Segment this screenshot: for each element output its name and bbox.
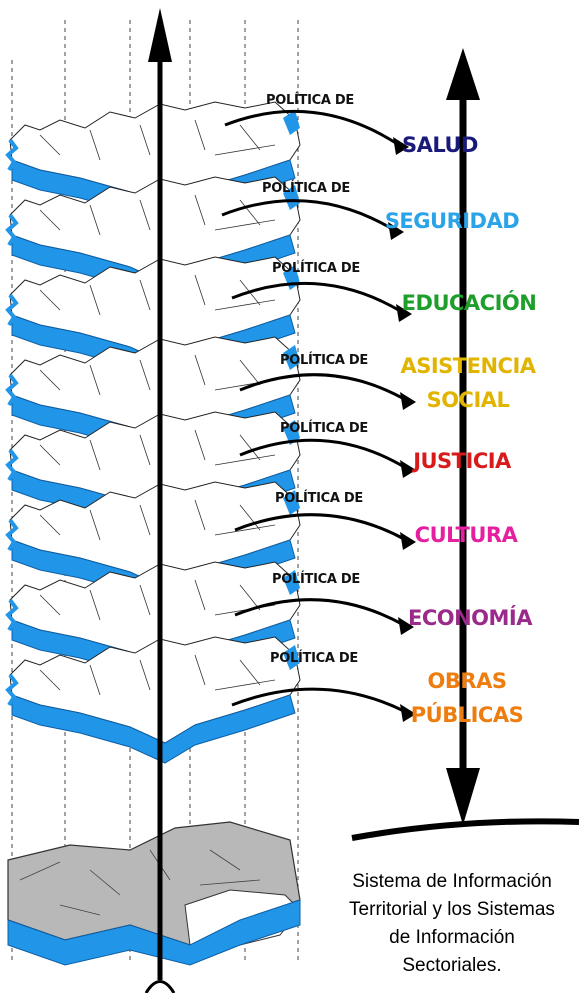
arrowhead-icon — [396, 304, 412, 322]
policy-row: POLÍTICA DE ASISTENCIA SOCIAL — [239, 352, 537, 412]
policy-arrow — [231, 281, 403, 314]
policy-arrow — [224, 109, 400, 147]
base-territory-layer — [7, 821, 301, 966]
territory-layer — [5, 636, 301, 764]
policy-arrow — [234, 513, 407, 542]
policy-row: POLÍTICA DE SEGURIDAD — [221, 180, 520, 240]
sector-label: SOCIAL — [427, 388, 510, 412]
caption: Sistema de Información Territorial y los… — [326, 868, 578, 980]
arrowhead-icon — [400, 392, 416, 410]
policy-label: POLÍTICA DE — [280, 420, 368, 436]
policy-label: POLÍTICA DE — [266, 92, 354, 108]
policy-label: POLÍTICA DE — [270, 650, 358, 666]
guide-lines — [11, 20, 299, 960]
policy-label: POLÍTICA DE — [275, 490, 363, 506]
sector-label: PÚBLICAS — [411, 702, 523, 727]
policy-row: POLÍTICA DE CULTURA — [234, 490, 519, 550]
arrowhead-icon — [400, 532, 416, 550]
policy-label: POLÍTICA DE — [272, 260, 360, 276]
policy-row: POLÍTICA DE ECONOMÍA — [234, 571, 534, 635]
central-axis — [144, 8, 176, 993]
sector-label: CULTURA — [415, 523, 519, 547]
policy-arrow — [239, 373, 407, 402]
sector-label: OBRAS — [428, 669, 507, 693]
sector-label: SALUD — [402, 133, 478, 157]
policy-row: POLÍTICA DE OBRAS PÚBLICAS — [231, 650, 524, 727]
arrowhead-icon — [393, 137, 409, 155]
sector-label: SEGURIDAD — [385, 209, 519, 233]
arrowhead-icon — [400, 460, 416, 478]
policy-arrow — [234, 598, 405, 627]
caption-line-1: Sistema de Información — [352, 871, 552, 892]
caption-line-4: Sectoriales. — [402, 955, 502, 976]
policy-row: POLÍTICA DE EDUCACIÓN — [231, 260, 537, 322]
arrowhead-icon — [398, 617, 414, 635]
sector-label: ECONOMÍA — [408, 605, 533, 630]
sector-label: JUSTICIA — [411, 449, 512, 473]
sector-label: ASISTENCIA — [400, 354, 536, 378]
policy-label: POLÍTICA DE — [280, 352, 368, 368]
policy-row: POLÍTICA DE SALUD — [224, 92, 479, 157]
policy-row: POLÍTICA DE JUSTICIA — [239, 420, 513, 478]
caption-line-2: Territorial y los Sistemas — [349, 899, 555, 920]
double-arrow — [351, 48, 579, 841]
sector-label: EDUCACIÓN — [402, 290, 537, 315]
caption-line-3: de Información — [389, 927, 515, 948]
policy-label: POLÍTICA DE — [272, 571, 360, 587]
layer-stack — [5, 101, 301, 764]
policy-arrow — [231, 687, 407, 714]
policy-arrow — [221, 199, 395, 232]
arrowhead-icon — [400, 704, 416, 722]
arrowhead-icon — [388, 222, 404, 240]
policy-arrow — [239, 438, 407, 470]
policy-label: POLÍTICA DE — [262, 180, 350, 196]
